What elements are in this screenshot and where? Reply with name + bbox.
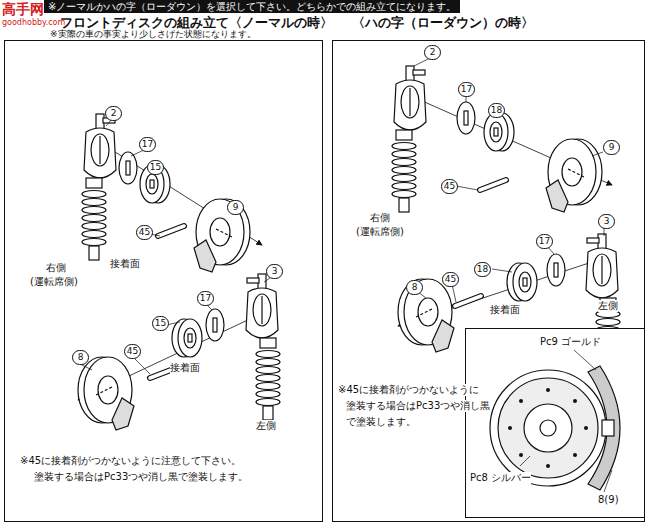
callout-number: 15: [152, 316, 169, 331]
note: 塗装する場合はPc33つや消し黒で塗装します。: [34, 471, 248, 483]
header-band: ※ノーマルかハの字（ローダウン）を選択して下さい。どちらかでの組み立てになります…: [44, 0, 460, 13]
callout-number: 17: [536, 234, 553, 249]
callout-number: 18: [488, 103, 505, 118]
surface-label: 接着面: [170, 362, 200, 374]
paint-label: Pc8 シルバー: [470, 472, 531, 484]
callout-number: 45: [124, 344, 141, 359]
paint-label: Pc9 ゴールド: [540, 336, 601, 348]
callout-number: 17: [197, 291, 214, 306]
side-label: (運転席側): [30, 276, 78, 288]
note: ※45に接着剤がつかないように注意して下さい。: [20, 455, 241, 467]
callout-number: 45: [441, 179, 458, 194]
side-label: 右側: [370, 212, 390, 224]
callout-number: 3: [598, 214, 615, 229]
callout-number: 8(9): [598, 494, 619, 506]
section-heading: 〈ハの字（ローダウン）の時〉: [352, 15, 534, 31]
callout-number: 45: [442, 272, 459, 287]
callout-number: 3: [266, 264, 283, 279]
side-label: (運転席側): [356, 226, 404, 238]
callout-number: 45: [136, 225, 153, 240]
callout-number: 8: [406, 280, 423, 295]
callout-number: 2: [424, 45, 441, 60]
watermark: goodhobby.com: [2, 18, 65, 28]
callout-number: 17: [139, 137, 156, 152]
side-label: 左側: [256, 420, 276, 432]
note: で塗装します。: [346, 416, 416, 428]
callout-number: 8: [72, 350, 89, 365]
side-label: 左側: [598, 300, 618, 312]
note: ※45に接着剤がつかないように: [338, 384, 479, 396]
side-label: 右側: [46, 262, 66, 274]
callout-number: 9: [227, 200, 244, 215]
note: ※実際の車の事実より少しさげた状態になります。: [50, 29, 256, 40]
callout-number: 17: [458, 82, 475, 97]
surface-label: 接着面: [490, 304, 520, 316]
section-heading: フロントディスクの組み立て〈ノーマルの時〉: [60, 15, 333, 31]
surface-label: 接着面: [110, 258, 140, 270]
callout-number: 9: [603, 140, 620, 155]
callout-number: 15: [147, 160, 164, 175]
callout-number: 2: [105, 106, 122, 121]
watermark: 高手网: [2, 1, 44, 18]
callout-number: 18: [474, 262, 491, 277]
note: 塗装する場合はPc33つや消し黒: [346, 400, 490, 412]
